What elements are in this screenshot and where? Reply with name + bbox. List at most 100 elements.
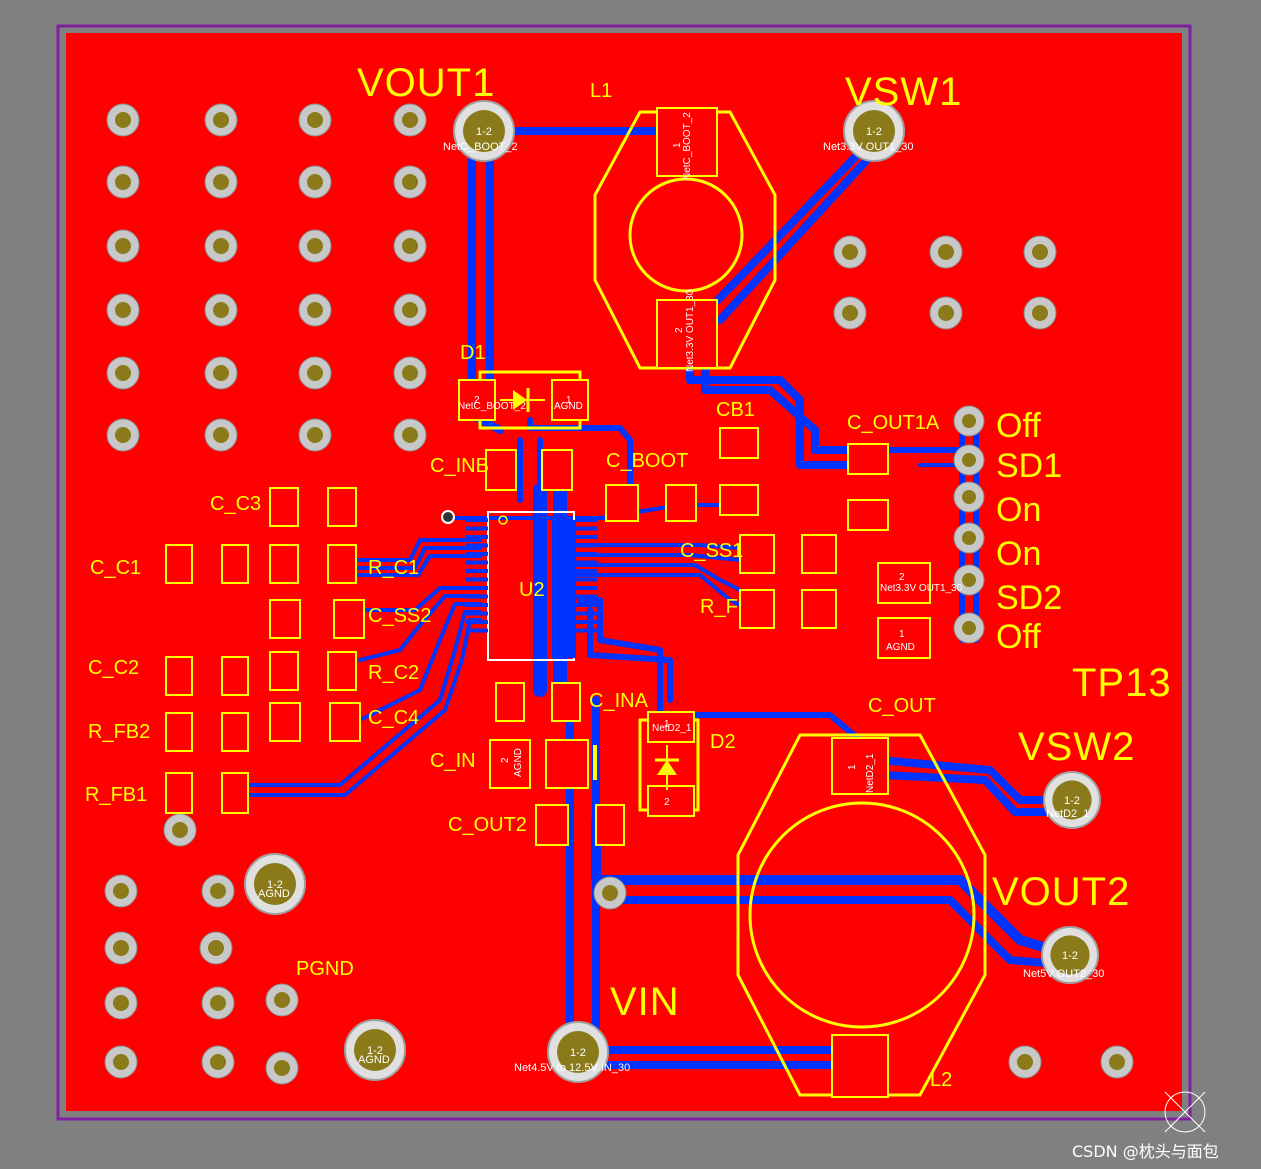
u2-pin-right <box>575 552 597 556</box>
smd-pad <box>458 379 496 421</box>
label-vsw1: VSW1 <box>845 70 962 114</box>
smd-pad <box>656 299 718 369</box>
ref-c-boot: C_BOOT <box>606 450 688 472</box>
via <box>1023 235 1057 269</box>
ref-c-ina: C_INA <box>589 690 649 712</box>
ref-u2: U2 <box>519 579 545 601</box>
smd-pad <box>221 656 249 696</box>
via <box>163 813 197 847</box>
smd-pad <box>269 599 301 639</box>
smd-pad <box>665 484 697 522</box>
smd-pad <box>551 682 581 722</box>
via <box>298 229 332 263</box>
via <box>201 986 235 1020</box>
u2-pin-left <box>466 543 488 548</box>
via <box>833 296 867 330</box>
l2-pad1-num: 1 <box>847 764 858 770</box>
smd-pad <box>485 449 517 491</box>
header-pin <box>953 564 985 596</box>
via <box>104 874 138 908</box>
net-vsw1: Net3.3V OUT1_30 <box>823 141 914 153</box>
cout-pad1-num: 1 <box>899 629 905 640</box>
ref-r-fb2: R_FB2 <box>88 721 150 743</box>
l1-outline <box>593 110 777 370</box>
via <box>298 356 332 390</box>
smd-pad <box>327 487 357 527</box>
via <box>104 1045 138 1079</box>
u2-pin-left <box>466 518 488 522</box>
test-point-pad: 1-2 <box>244 853 306 915</box>
copper-pour <box>66 33 1182 1111</box>
u2-pin-left <box>466 628 488 633</box>
ref-d1: D1 <box>460 342 486 364</box>
test-point-pin-label: 1-2 <box>1064 795 1080 807</box>
via <box>393 229 427 263</box>
switch-label-2: SD1 <box>996 447 1062 485</box>
switch-label-6: Off <box>996 618 1041 656</box>
u2-pin-right <box>575 603 597 607</box>
via <box>265 983 299 1017</box>
u2-pin-left <box>466 611 488 616</box>
silk-text: VOUT1 VSW1 VSW2 VOUT2 VIN PGND TP13 L1 L… <box>85 61 1172 1091</box>
smd-pad <box>551 379 589 421</box>
u2-pin-right <box>575 543 597 548</box>
via <box>298 165 332 199</box>
header-pin <box>953 405 985 437</box>
ref-d2: D2 <box>710 731 736 753</box>
d2-pad1-label: NetD2_1 <box>652 723 692 734</box>
d1-pad2-label: NetC_BOOT_2 <box>458 401 526 412</box>
smd-pad <box>269 487 299 527</box>
via <box>106 293 140 327</box>
ref-c-inb: C_INB <box>430 455 489 477</box>
ref-cb1: CB1 <box>716 399 755 421</box>
u2-pin-left <box>466 586 488 590</box>
cout-pad1-label: AGND <box>886 642 915 653</box>
test-point-pin-label: 1-2 <box>570 1047 586 1059</box>
via <box>1008 1045 1042 1079</box>
test-point-pad: 1-2 <box>843 100 905 162</box>
via <box>204 103 238 137</box>
u2-pin-right <box>575 611 597 616</box>
via <box>1023 296 1057 330</box>
test-point-pad: 1-2 <box>1043 771 1101 829</box>
smd-pad <box>165 544 193 584</box>
test-point-pin-label: 1-2 <box>267 879 283 891</box>
via <box>201 874 235 908</box>
cin-pad2-label: AGND <box>513 748 524 777</box>
l1-pad1-num: 1 <box>672 142 683 148</box>
d1-pad1-label: AGND <box>554 401 583 412</box>
via <box>106 356 140 390</box>
smd-pad <box>719 484 759 516</box>
smd-pad <box>605 484 639 522</box>
l2-circle <box>748 801 976 1029</box>
via <box>298 103 332 137</box>
cout-pad2-num: 2 <box>899 572 905 583</box>
smd-pad <box>801 589 837 629</box>
cin-pad2-num: 2 <box>500 757 511 763</box>
cout-pad2-label: Net3.3V OUT1_30 <box>880 583 963 594</box>
smd-pad <box>541 449 573 491</box>
ref-c-in: C_IN <box>430 750 476 772</box>
via <box>204 293 238 327</box>
smd-pad <box>165 712 193 752</box>
d2-pad1-num: 1 <box>664 719 670 730</box>
label-tp13: TP13 <box>1072 661 1172 705</box>
u2-pin-right <box>575 535 597 539</box>
label-vout1: VOUT1 <box>357 61 495 105</box>
label-vin: VIN <box>610 980 680 1024</box>
via <box>393 356 427 390</box>
l2-outline <box>736 733 987 1097</box>
u2-pin-right <box>575 628 597 633</box>
smd-pad <box>333 599 365 639</box>
silk-outlines <box>441 110 1206 1133</box>
u2-pin-left <box>466 603 488 607</box>
test-point-pin-label: 1-2 <box>1062 950 1078 962</box>
u2-pin-right <box>575 526 597 531</box>
header-pin <box>953 612 985 644</box>
label-pgnd: PGND <box>296 958 354 980</box>
smd-pad <box>877 617 931 659</box>
smd-pad <box>739 589 775 629</box>
smd-pad <box>489 739 531 789</box>
test-point-pin-label: 1-2 <box>367 1045 383 1057</box>
